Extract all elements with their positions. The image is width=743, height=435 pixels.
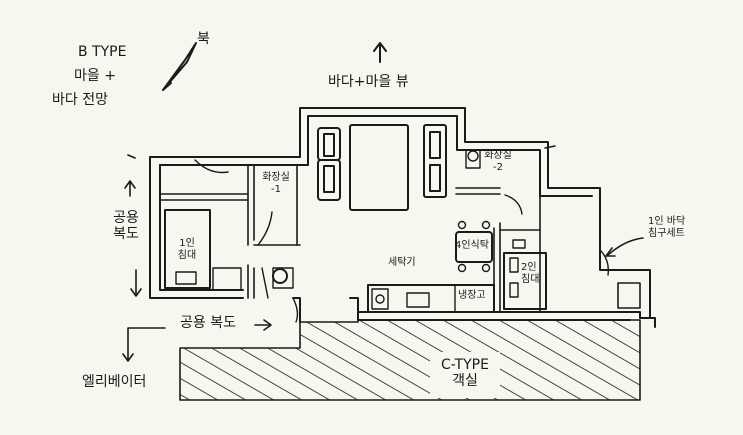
neighbor-line1: C-TYPE [441,357,489,373]
double-bed-label: 2인 침대 [521,262,539,285]
top-view-label: 바다+마을 뷰 [328,74,409,90]
kitchen-counter [367,284,495,313]
view-line-1: 마을 + [74,68,116,84]
floor-bedding-line2: 침구세트 [648,227,685,239]
bathroom-1-line1: 화장실 [262,172,290,183]
public-hall-vertical-label: 공용 복도 [108,210,144,242]
bathroom-2-label: 화장실 -2 [478,150,518,173]
single-bed-line2: 침대 [177,249,197,261]
public-hall-line2: 복도 [113,226,139,243]
doors [194,159,610,323]
callout-arrow [605,237,644,257]
floor-bedding-icon [617,282,641,309]
bathroom-1-label: 화장실 -1 [258,172,294,195]
single-bed-icon [164,209,211,289]
floor-bedding-label: 1인 바닥 침구세트 [648,216,685,239]
single-bed-line1: 1인 [179,238,195,249]
bathroom-2-line1: 화장실 [484,150,512,161]
bathroom-2-line2: -2 [493,161,503,173]
washer-label: 세탁기 [388,257,416,268]
neighbor-room-hatch [179,319,641,401]
neighbor-line2: 객실 [452,373,478,390]
elevator-label: 엘리베이터 [82,374,147,390]
floor-bedding-line1: 1인 바닥 [648,216,686,227]
fridge-label: 냉장고 [458,290,486,301]
outer-walls [149,107,656,328]
view-line-2: 바다 전망 [52,92,108,108]
toilet-icon [272,268,288,284]
double-bed-line2: 침대 [521,273,540,285]
corridor-arrow-vertical [124,180,142,297]
top-arrow-icon [373,42,387,63]
cabinet-icon [423,124,447,198]
double-bed-icon [503,252,547,310]
type-name: B TYPE [78,44,127,60]
dining-label: 4인식탁 [455,240,489,251]
north-label: 북 [197,31,210,47]
public-hall-line1: 공용 [113,210,139,226]
double-bed-line1: 2인 [521,262,537,273]
neighbor-room-label: C-TYPE 객실 [432,357,498,389]
main-bed-icon [349,124,409,211]
corridor-arrow-horizontal [122,319,272,362]
bathroom-1-line2: -1 [271,183,281,195]
public-hall-horizontal-label: 공용 복도 [180,315,236,331]
single-bed-label: 1인 침대 [168,238,206,261]
north-arrow-icon [162,42,197,91]
dining-table-icon [455,220,493,273]
sofa-icon [317,127,341,201]
